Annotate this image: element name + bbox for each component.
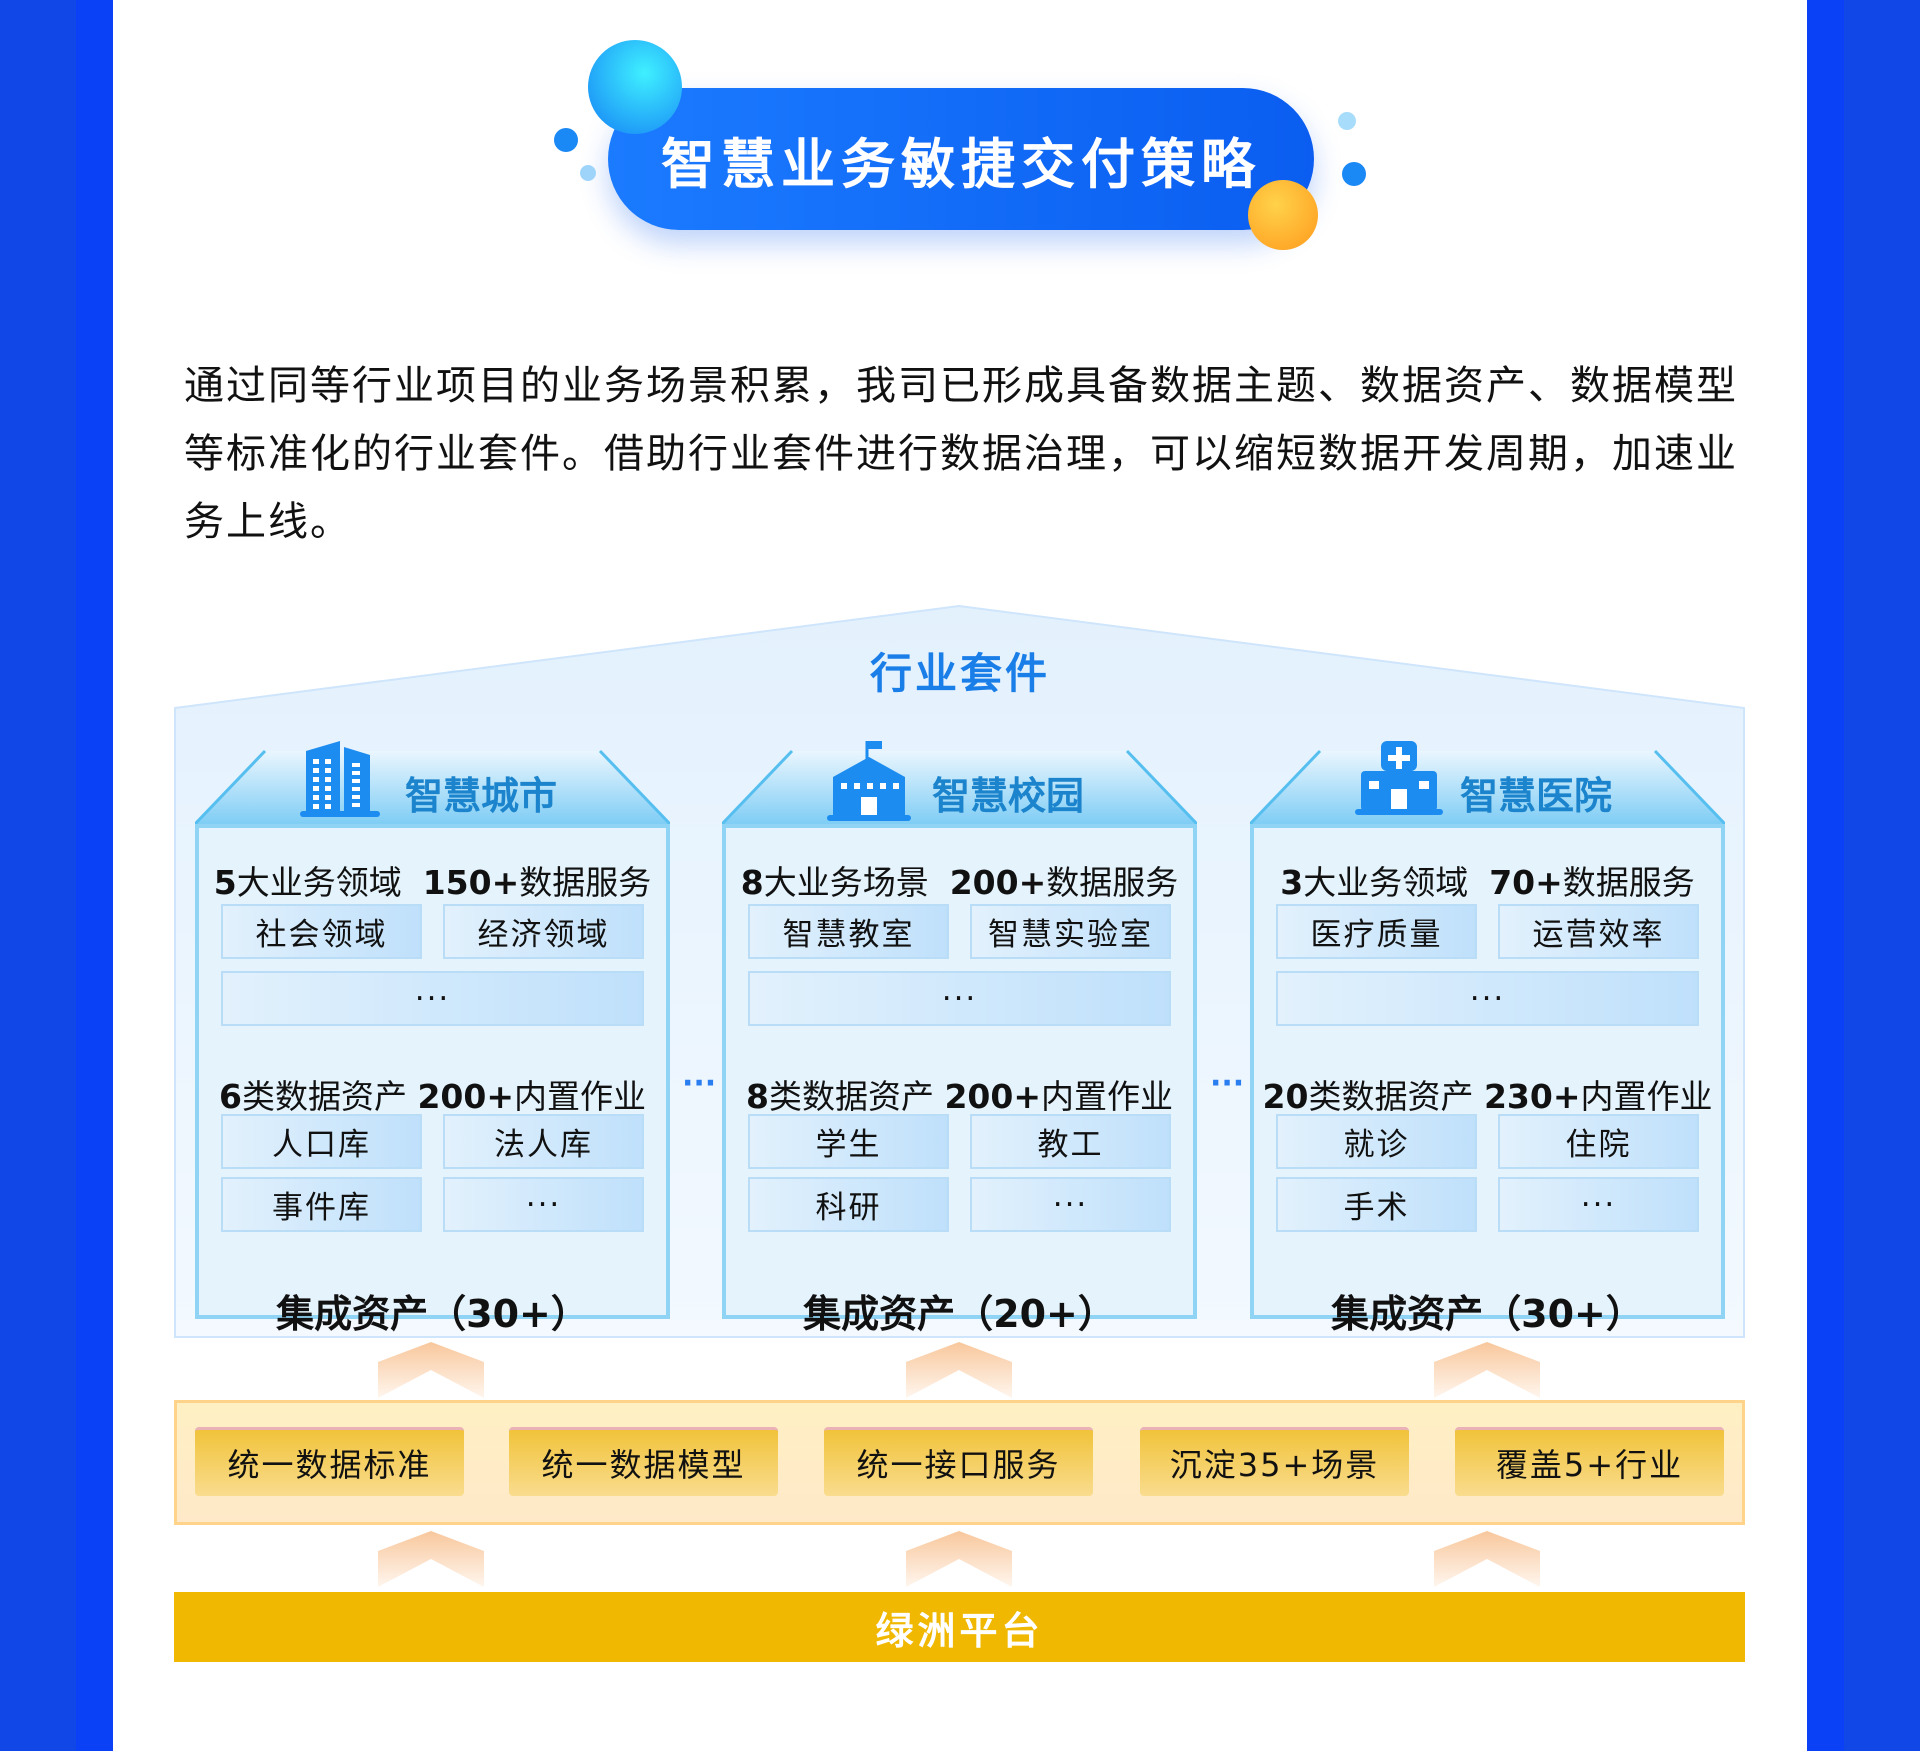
card-stats-top: 8大业务场景 200+数据服务 (726, 856, 1193, 904)
card-title: 智慧校园 (932, 774, 1085, 818)
asset-box: 事件库 (221, 1177, 422, 1232)
stat-number: 8 (745, 1077, 769, 1116)
decor-dot (1342, 162, 1366, 186)
decor-circle (588, 40, 682, 134)
page-title: 智慧业务敏捷交付策略 (608, 88, 1314, 230)
feature-chip: 统一接口服务 (824, 1427, 1093, 1496)
suite-card-2: 智慧医院 3大业务领域 70+数据服务 医疗质量 运营效率 ··· 20类数据资… (1250, 741, 1725, 1336)
domain-box: 运营效率 (1498, 904, 1699, 959)
right-border (1844, 0, 1920, 1751)
card-stats-bottom: 6类数据资产 200+内置作业 (199, 1070, 666, 1118)
domain-box-more: ··· (1276, 971, 1699, 1026)
domain-box: 智慧实验室 (970, 904, 1171, 959)
stat-label: 类数据资产 (241, 1077, 407, 1116)
building-icon (300, 737, 380, 823)
stat-label: 内置作业 (514, 1077, 646, 1116)
domain-box-more: ··· (748, 971, 1171, 1026)
stat-number: 230+ (1483, 1077, 1581, 1116)
card-stats-top: 3大业务领域 70+数据服务 (1254, 856, 1721, 904)
card-stats-bottom: 8类数据资产 200+内置作业 (726, 1070, 1193, 1118)
stat-label: 内置作业 (1580, 1077, 1713, 1116)
up-arrow-icon (906, 1342, 1012, 1398)
stat-number: 150+ (422, 863, 520, 902)
feature-chip: 统一数据标准 (195, 1427, 464, 1496)
up-arrow-icon (1434, 1531, 1540, 1587)
up-arrow-icon (378, 1531, 484, 1587)
left-stripe (76, 0, 113, 1751)
stat-label: 数据服务 (1046, 863, 1179, 902)
platform-bar: 绿洲平台 (174, 1592, 1745, 1662)
domain-box-more: ··· (221, 971, 644, 1026)
stat-number: 8 (740, 863, 764, 902)
card-footer: 集成资产（30+） (1331, 1292, 1644, 1336)
domain-box: 社会领域 (221, 904, 422, 959)
card-body: 5大业务领域 150+数据服务 社会领域 经济领域 ··· 6类数据资产 200… (195, 824, 670, 1336)
separator-dots: ··· (682, 1066, 717, 1101)
stat-label: 大业务场景 (763, 863, 929, 902)
feature-chip: 沉淀35+场景 (1140, 1427, 1409, 1496)
stat-label: 大业务领域 (236, 863, 402, 902)
stat-label: 类数据资产 (768, 1077, 934, 1116)
asset-box: ··· (443, 1177, 644, 1232)
suite-title: 行业套件 (869, 649, 1050, 698)
feature-chip: 覆盖5+行业 (1455, 1427, 1724, 1496)
card-stats-top: 5大业务领域 150+数据服务 (199, 856, 666, 904)
intro-paragraph: 通过同等行业项目的业务场景积累，我司已形成具备数据主题、数据资产、数据模型等标准… (184, 363, 1738, 545)
left-border (0, 0, 76, 1751)
asset-box: 科研 (748, 1177, 949, 1232)
asset-box: 教工 (970, 1114, 1171, 1169)
hospital-icon (1355, 737, 1443, 821)
stat-number: 70+ (1489, 863, 1563, 902)
card-footer: 集成资产（20+） (803, 1292, 1116, 1336)
stat-label: 数据服务 (519, 863, 652, 902)
stat-number: 20 (1262, 1077, 1309, 1116)
card-title: 智慧城市 (405, 774, 558, 818)
domain-box: 智慧教室 (748, 904, 949, 959)
stat-number: 200+ (949, 863, 1047, 902)
decor-circle (1248, 180, 1318, 250)
feature-chip: 统一数据模型 (509, 1427, 778, 1496)
asset-box: 人口库 (221, 1114, 422, 1169)
asset-box: 住院 (1498, 1114, 1699, 1169)
stat-number: 6 (218, 1077, 242, 1116)
domain-box: 医疗质量 (1276, 904, 1477, 959)
up-arrow-icon (378, 1342, 484, 1398)
right-stripe (1807, 0, 1844, 1751)
stat-number: 200+ (417, 1077, 514, 1116)
stat-label: 大业务领域 (1303, 863, 1469, 902)
asset-box: 就诊 (1276, 1114, 1477, 1169)
stat-label: 数据服务 (1562, 863, 1695, 902)
asset-box: 学生 (748, 1114, 949, 1169)
suite-card-0: 智慧城市 5大业务领域 150+数据服务 社会领域 经济领域 ··· 6类数据资… (195, 741, 670, 1336)
card-body: 8大业务场景 200+数据服务 智慧教室 智慧实验室 ··· 8类数据资产 20… (722, 824, 1197, 1336)
asset-box: ··· (970, 1177, 1171, 1232)
stat-number: 200+ (944, 1077, 1041, 1116)
card-stats-bottom: 20类数据资产 230+内置作业 (1254, 1070, 1721, 1118)
school-icon (827, 737, 911, 827)
card-footer: 集成资产（30+） (276, 1292, 589, 1336)
stat-label: 内置作业 (1041, 1077, 1173, 1116)
domain-box: 经济领域 (443, 904, 644, 959)
card-body: 3大业务领域 70+数据服务 医疗质量 运营效率 ··· 20类数据资产 230… (1250, 824, 1725, 1336)
suite-card-1: 智慧校园 8大业务场景 200+数据服务 智慧教室 智慧实验室 ··· 8类数据… (722, 741, 1197, 1336)
separator-dots: ··· (1210, 1066, 1245, 1101)
stat-label: 类数据资产 (1308, 1077, 1474, 1116)
stat-number: 3 (1280, 863, 1304, 902)
card-title: 智慧医院 (1460, 774, 1613, 818)
decor-dot (580, 165, 596, 181)
up-arrow-icon (906, 1531, 1012, 1587)
decor-dot (554, 128, 578, 152)
stat-number: 5 (213, 863, 237, 902)
up-arrow-icon (1434, 1342, 1540, 1398)
asset-box: 法人库 (443, 1114, 644, 1169)
decor-dot (1338, 112, 1356, 130)
asset-box: ··· (1498, 1177, 1699, 1232)
asset-box: 手术 (1276, 1177, 1477, 1232)
